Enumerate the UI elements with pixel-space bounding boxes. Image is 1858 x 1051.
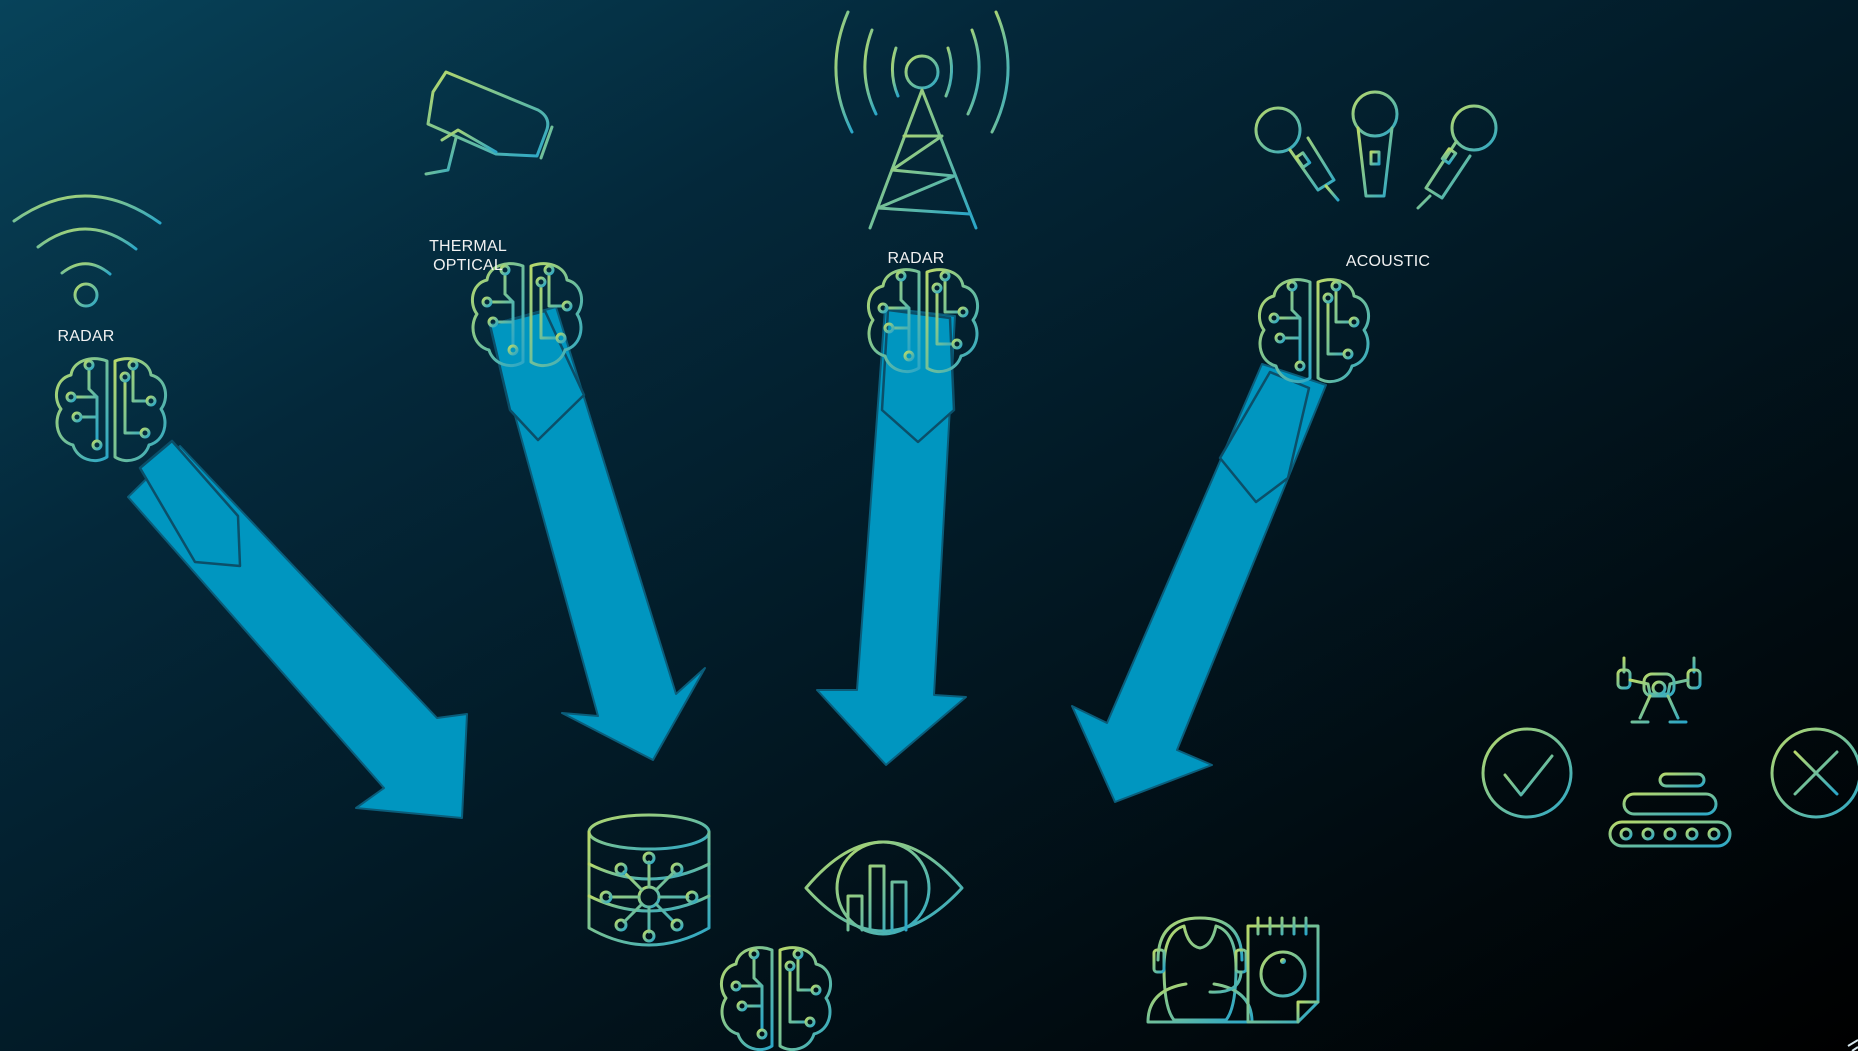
- microphones-icon: [1254, 90, 1498, 212]
- radio-tower-icon: [834, 10, 1010, 230]
- info-document-icon: [1246, 916, 1320, 1024]
- operator-headset-icon: [1146, 916, 1254, 1024]
- drone-icon: [1604, 656, 1714, 724]
- arrow-radar-left: [127, 439, 468, 819]
- label-radar-center: RADAR: [887, 250, 945, 267]
- arrow-radar-center: [816, 307, 967, 766]
- check-circle-icon: [1481, 727, 1573, 819]
- x-circle-icon: [1770, 727, 1858, 819]
- ai-brain-icon: [54, 357, 168, 463]
- security-camera-icon: [422, 70, 554, 198]
- eye-chart-icon: [804, 840, 964, 936]
- tank-icon: [1608, 772, 1734, 848]
- wifi-signal-icon: [12, 194, 162, 308]
- label-thermal-optical: THERMAL OPTICAL: [429, 238, 507, 274]
- database-network-icon: [587, 813, 711, 947]
- ai-brain-icon: [1257, 278, 1371, 384]
- arrow-acoustic: [1071, 363, 1327, 803]
- label-acoustic: ACOUSTIC: [1345, 253, 1431, 270]
- arrow-thermal-optical: [488, 306, 706, 761]
- label-radar-left: RADAR: [57, 328, 115, 345]
- ai-brain-icon: [719, 946, 833, 1051]
- corner-mark: [1847, 1039, 1858, 1051]
